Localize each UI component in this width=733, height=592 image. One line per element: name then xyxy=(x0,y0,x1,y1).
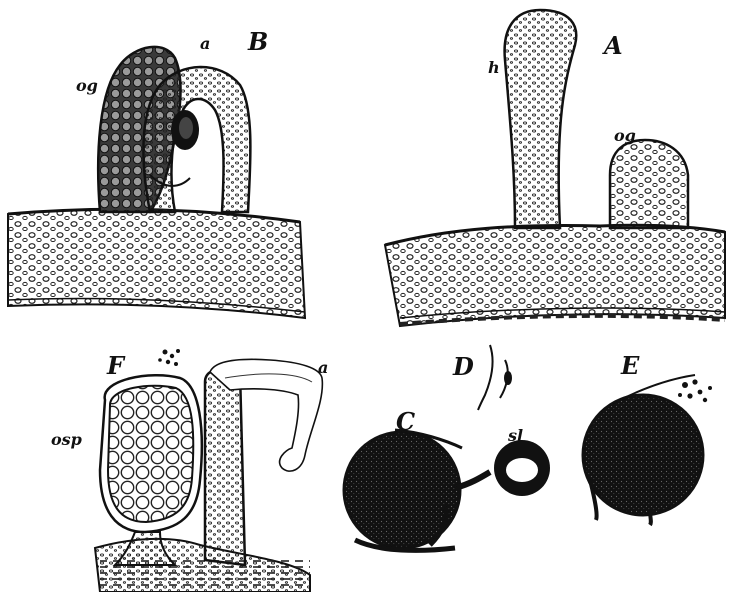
panel-b-og-label: og xyxy=(76,78,98,94)
panel-e-drawing xyxy=(583,375,712,525)
panel-c-label: C xyxy=(396,410,415,434)
panel-a-drawing xyxy=(385,10,725,326)
panel-e-label: E xyxy=(621,354,639,378)
panel-d-drawing xyxy=(478,345,511,410)
panel-f-osp-label: osp xyxy=(51,432,82,448)
panel-c-sl-label: sl xyxy=(508,428,523,444)
panel-b-drawing xyxy=(8,47,305,318)
panel-d-label: D xyxy=(453,355,474,379)
panel-f-a-label: a xyxy=(318,360,328,376)
panel-f-drawing xyxy=(95,349,322,592)
panel-a-label: A xyxy=(604,34,623,58)
panel-a-og-label: og xyxy=(614,128,636,144)
panel-c-drawing xyxy=(344,430,550,550)
panel-b-label: B xyxy=(248,30,268,54)
panel-f-label: F xyxy=(107,354,124,378)
panel-a-h-label: h xyxy=(488,60,500,76)
panel-b-a-label: a xyxy=(200,36,210,52)
